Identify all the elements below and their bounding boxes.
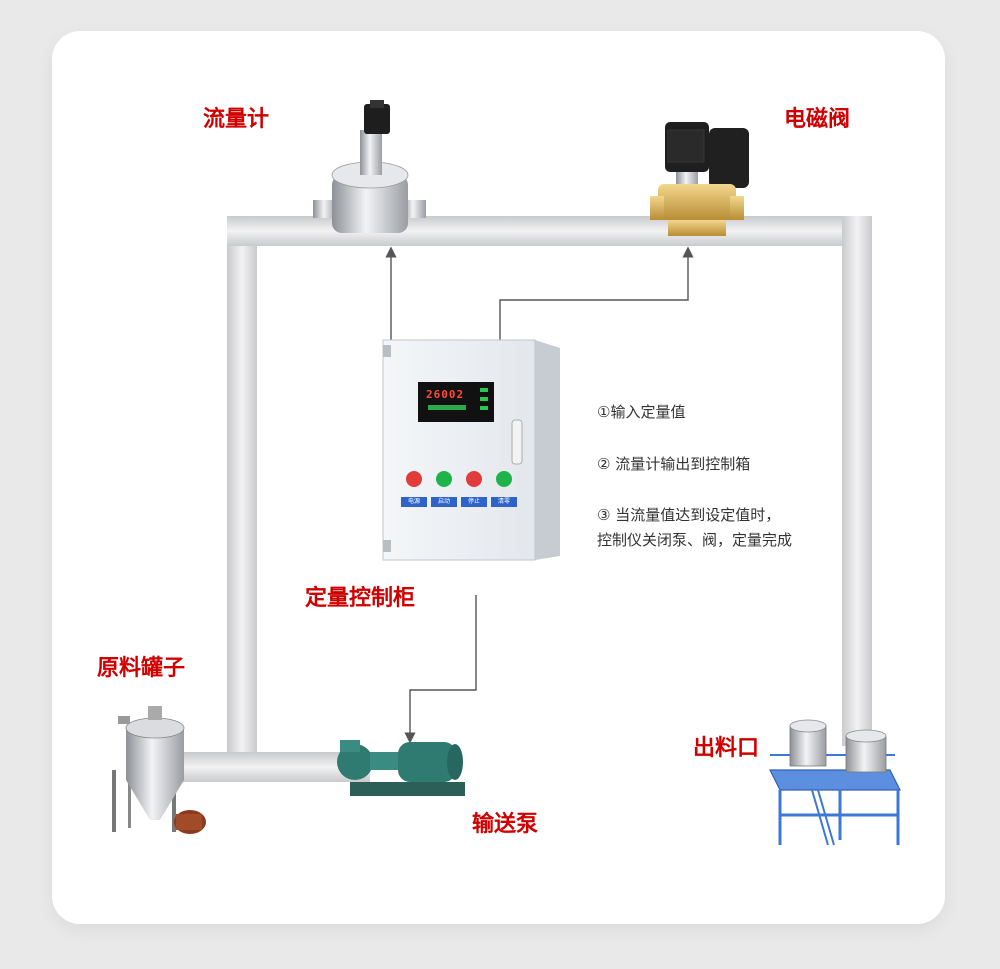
pipe-right (842, 216, 872, 746)
label-raw-tank: 原料罐子 (97, 656, 186, 681)
button-start-label: 启动 (431, 497, 457, 507)
cabinet-handle (511, 419, 523, 465)
control-cabinet-illustration (382, 339, 560, 561)
button-reset-label: 清零 (491, 497, 517, 507)
label-cabinet: 定量控制柜 (305, 586, 416, 611)
pipe-top (227, 216, 872, 246)
step-1: ①输入定量值 (597, 403, 686, 421)
solenoid-valve-illustration (650, 122, 749, 236)
button-power-lamp (406, 471, 422, 487)
button-power-label: 电源 (401, 497, 427, 507)
step-2: ② 流量计输出到控制箱 (597, 455, 751, 473)
pump-illustration (337, 740, 465, 796)
button-start-lamp (436, 471, 452, 487)
step-3-line-2: 控制仪关闭泵、阀，定量完成 (597, 531, 793, 549)
signal-lines (385, 246, 694, 744)
display-subline (428, 405, 466, 410)
signal-to-valve (499, 246, 694, 342)
flowmeter-illustration (313, 100, 426, 233)
display-reading: 26002 (426, 388, 465, 401)
signal-to-pump (404, 595, 477, 744)
raw-tank-illustration (112, 706, 206, 834)
outlet-platform-illustration (769, 719, 901, 846)
pipe-network (180, 216, 872, 782)
button-stop-label: 停止 (461, 497, 487, 507)
display-indicators (480, 388, 488, 414)
button-stop-lamp (466, 471, 482, 487)
label-outlet: 出料口 (693, 736, 760, 761)
button-reset-lamp (496, 471, 512, 487)
step-3-line-1: ③ 当流量值达到设定值时， (597, 506, 781, 524)
label-solenoid-valve: 电磁阀 (784, 107, 851, 132)
label-flowmeter: 流量计 (203, 107, 270, 132)
pipe-left (227, 216, 257, 776)
label-pump: 输送泵 (472, 812, 539, 837)
